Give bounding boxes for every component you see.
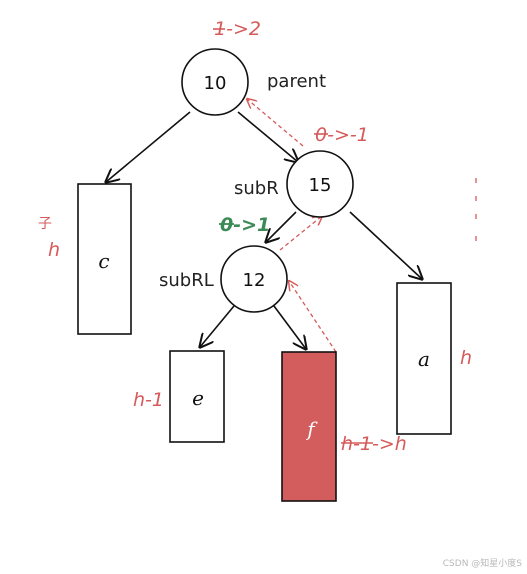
subtree-a-box [396,282,452,435]
edge-parent-to-c [106,111,191,182]
height-propagation-arrow-subrl-to-subr [279,216,322,251]
edge-subrl-to-f [273,305,306,349]
parent-node-value: 10 [204,73,227,94]
subtree-c-box [77,183,132,335]
edge-subr-to-subrl [266,211,297,242]
stray-annotation-mark: 子 [38,216,52,232]
subtree-f-box [281,351,337,502]
subtree-a-height: h [460,347,472,369]
subr-node-circle [286,150,354,218]
parent-label: parent [267,71,326,92]
height-propagation-arrow-subr-to-parent [247,99,304,147]
subtree-f-height-change: h-1->h [341,433,407,455]
subtree-c-label: c [98,249,109,273]
edge-subrl-to-e [200,305,235,347]
edge-parent-to-subr [237,111,298,162]
height-propagation-arrow-f-to-subrl [289,281,337,353]
parent-node-circle [181,48,249,116]
subrl-label: subRL [159,270,214,291]
subtree-e-box [169,350,225,443]
subr-bf-change: 0->-1 [315,124,369,146]
parent-bf-change: 1->2 [214,18,261,40]
subrl-node-circle [220,245,288,313]
edge-subr-to-a [349,211,422,279]
subtree-a-label: a [418,347,430,371]
subtree-c-height: h [48,239,60,261]
csdn-watermark: CSDN @知星小度S [443,557,523,569]
subr-node-value: 15 [309,175,332,196]
subtree-e-label: e [192,386,204,410]
subrl-node-value: 12 [243,270,266,291]
subrl-bf-change: 0->1 [220,214,270,236]
subtree-e-height: h-1 [133,389,164,411]
subr-label: subR [234,178,279,199]
